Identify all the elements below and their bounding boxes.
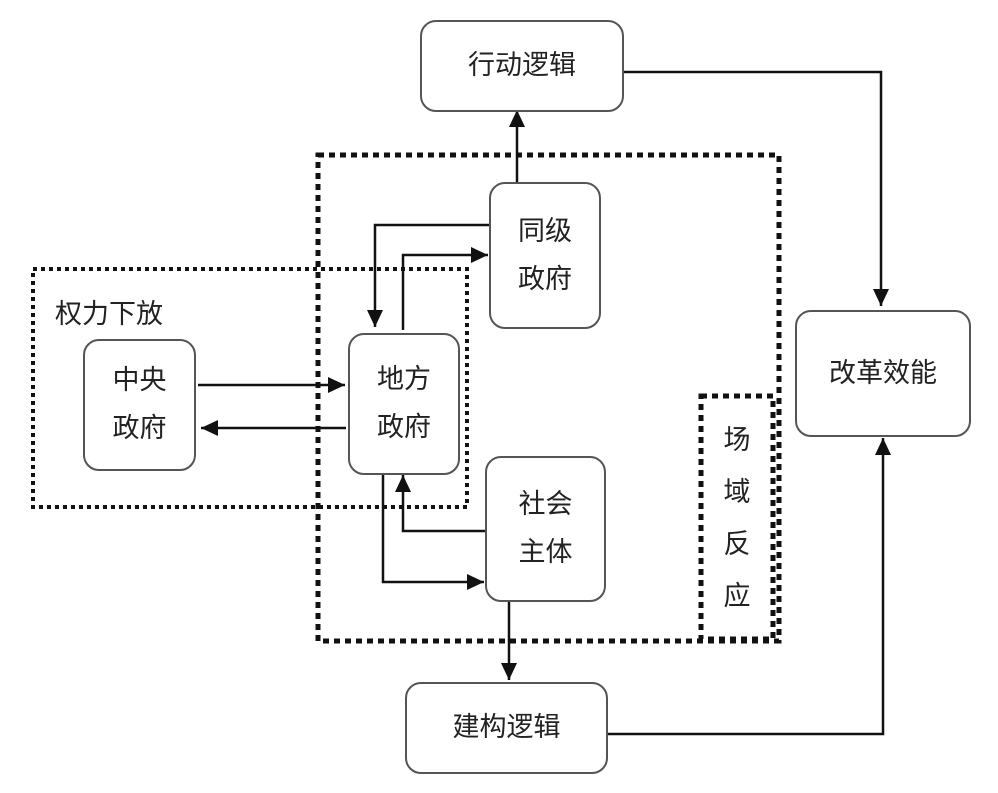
node-local-government: 地方 政府	[348, 333, 460, 475]
field-reaction-group-label: 场 域 反 应	[717, 415, 757, 623]
field-reaction-char-4: 应	[723, 581, 751, 612]
field-group-border	[315, 152, 782, 644]
edge-construct-logic-to-reform	[606, 438, 891, 736]
node-construct-logic: 建构逻辑	[405, 682, 608, 774]
node-action-logic: 行动逻辑	[420, 20, 624, 112]
node-local-government-label-line1: 地方	[377, 364, 431, 395]
decentralization-group-border	[31, 267, 469, 509]
edge-local-to-peer	[401, 247, 488, 330]
node-peer-government: 同级 政府	[489, 182, 601, 329]
edge-action-logic-to-reform	[624, 70, 889, 306]
field-reaction-char-1: 场	[723, 425, 751, 456]
node-central-government: 中央 政府	[83, 339, 196, 471]
edge-social-to-local	[395, 475, 486, 533]
node-reform-efficacy: 改革效能	[795, 310, 971, 437]
node-central-government-label-line2: 政府	[112, 413, 167, 444]
node-construct-logic-label: 建构逻辑	[452, 712, 561, 743]
node-action-logic-label: 行动逻辑	[468, 50, 576, 81]
node-peer-government-label-line1: 同级	[518, 215, 572, 247]
node-peer-government-label-line2: 政府	[518, 263, 572, 295]
field-reaction-char-3: 反	[723, 529, 751, 560]
node-reform-efficacy-label: 改革效能	[829, 357, 937, 389]
edge-local-to-social	[381, 475, 484, 590]
node-local-government-label-line2: 政府	[377, 412, 431, 443]
node-central-government-label-line1: 中央	[112, 365, 167, 396]
node-social-actor-label-line1: 社会	[518, 489, 573, 520]
node-social-actor: 社会 主体	[485, 456, 606, 602]
field-reaction-group-border	[698, 393, 776, 642]
field-reaction-char-2: 域	[723, 477, 751, 508]
edge-peer-to-local	[367, 223, 490, 327]
decentralization-group-label: 权力下放	[55, 299, 163, 330]
node-social-actor-label-line2: 主体	[518, 537, 573, 568]
